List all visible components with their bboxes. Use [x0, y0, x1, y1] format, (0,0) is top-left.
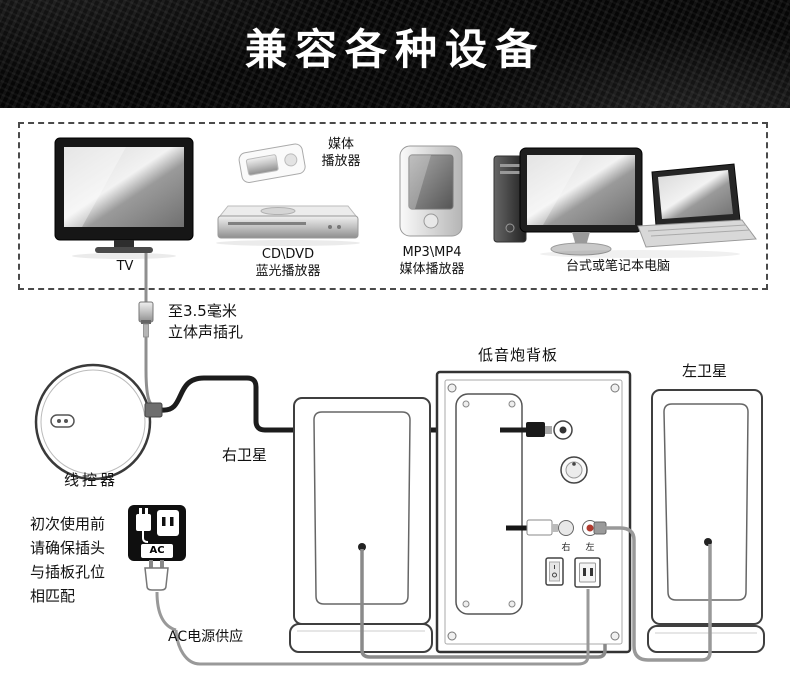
subwoofer-connectors: 右 左	[500, 420, 607, 588]
cd-dvd-label: CD\DVD 蓝光播放器	[255, 247, 321, 279]
remote-to-subwoofer-cable	[161, 375, 530, 433]
left-satellite-label: 左卫星	[682, 362, 728, 380]
remote-control	[34, 363, 163, 481]
ac-badge: AC	[141, 544, 173, 558]
jack-label: 至3.5毫米 立体声插孔	[168, 302, 244, 341]
media-player-label: 媒体 播放器	[321, 137, 361, 169]
computer-illustration	[493, 147, 757, 258]
page-title: 兼容各种设备	[244, 25, 545, 74]
ac-power-label: AC电源供应	[168, 629, 244, 645]
left-satellite-speaker	[647, 389, 765, 653]
rca-right-label: 右	[561, 541, 570, 553]
remote-label: 线控器	[63, 471, 118, 489]
media-player-illustration	[238, 143, 306, 183]
warning-text: 初次使用前 请确保插头 与插板孔位 相匹配	[30, 515, 106, 605]
rca-left-label: 左	[585, 541, 594, 553]
subwoofer-label: 低音炮背板	[478, 346, 559, 364]
cd-dvd-player-illustration	[216, 205, 360, 246]
computer-label: 台式或笔记本电脑	[565, 259, 670, 274]
wall-plug	[144, 567, 169, 591]
tv-illustration	[54, 137, 194, 259]
right-satellite-speaker	[289, 397, 433, 653]
speaker-cables	[360, 526, 712, 662]
mp3-label: MP3\MP4 媒体播放器	[399, 245, 465, 277]
mp3-player-illustration	[399, 145, 463, 237]
tv-audio-cable	[138, 253, 154, 405]
subwoofer-back-panel	[435, 370, 632, 654]
right-satellite-label: 右卫星	[222, 446, 268, 464]
title-banner: 兼容各种设备	[0, 0, 790, 108]
tv-label: TV	[116, 259, 134, 274]
